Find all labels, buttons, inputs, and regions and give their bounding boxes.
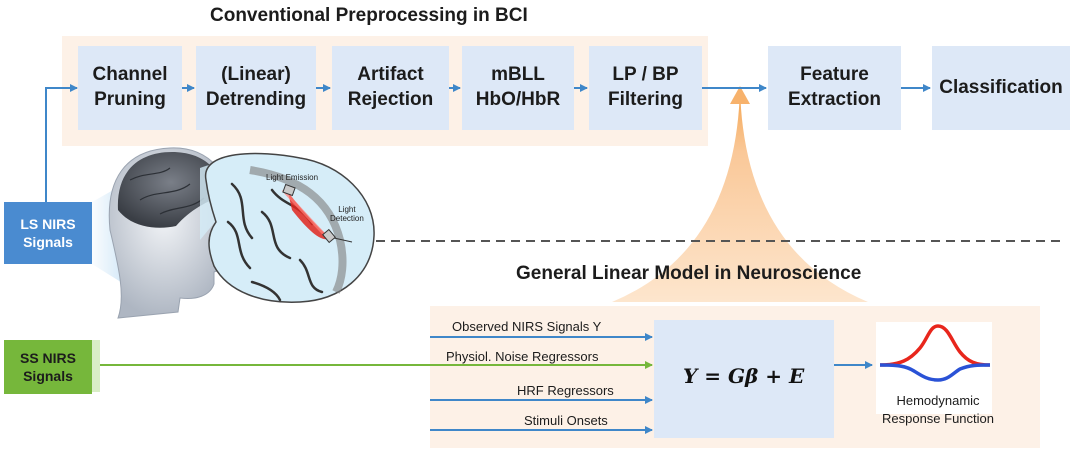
ls-signals-label: LS NIRS Signals [20,215,76,250]
box-linear-detrending-label: (Linear) Detrending [205,64,307,110]
glm-influence-glow [612,88,868,302]
box-artifact-rejection: Artifact Rejection [332,46,449,130]
glow-arrowhead [730,86,750,104]
preprocessing-title: Conventional Preprocessing in BCI [210,5,528,26]
box-channel-pruning: Channel Pruning [78,46,182,130]
hrf-label: Hemodynamic Response Function [881,393,994,426]
light-detection-label: Light Detection [330,205,364,223]
box-filtering: LP / BP Filtering [589,46,702,130]
glm-equation-box [654,320,834,438]
box-artifact-rejection-label: Artifact Rejection [347,64,434,110]
box-classification-label: Classification [939,76,1063,98]
light-emission-label: Light Emission [266,173,319,182]
ss-signal-beam [92,340,100,392]
glm-equation: Y = Gβ + E [683,364,805,388]
glm-input-hrf: HRF Regressors [517,383,614,398]
box-feature-extraction-label: Feature Extraction [788,64,881,110]
ss-signals-label: SS NIRS Signals [19,349,76,384]
box-mbll: mBLL HbO/HbR [462,46,574,130]
glm-input-noise: Physiol. Noise Regressors [446,349,599,364]
hrf-hbo-curve [879,324,991,367]
ls-signals-box: LS NIRS Signals [4,202,92,264]
box-mbll-label: mBLL HbO/HbR [475,64,561,110]
glm-input-stimuli: Stimuli Onsets [524,413,608,428]
hrf-plot-panel [876,322,992,414]
box-linear-detrending: (Linear) Detrending [196,46,316,130]
box-filtering-label: LP / BP Filtering [608,64,683,110]
cortex-zoom-bubble [200,152,375,303]
ss-signals-box: SS NIRS Signals [4,340,92,394]
box-feature-extraction: Feature Extraction [768,46,901,130]
arrow-ls-to-pipeline [45,84,78,202]
box-classification: Classification [932,46,1070,130]
glm-title: General Linear Model in Neuroscience [516,263,862,284]
head-illustration [108,147,231,319]
box-channel-pruning-label: Channel Pruning [92,64,168,110]
hrf-hbr-curve [879,363,991,382]
glm-input-observed: Observed NIRS Signals Y [452,319,602,334]
